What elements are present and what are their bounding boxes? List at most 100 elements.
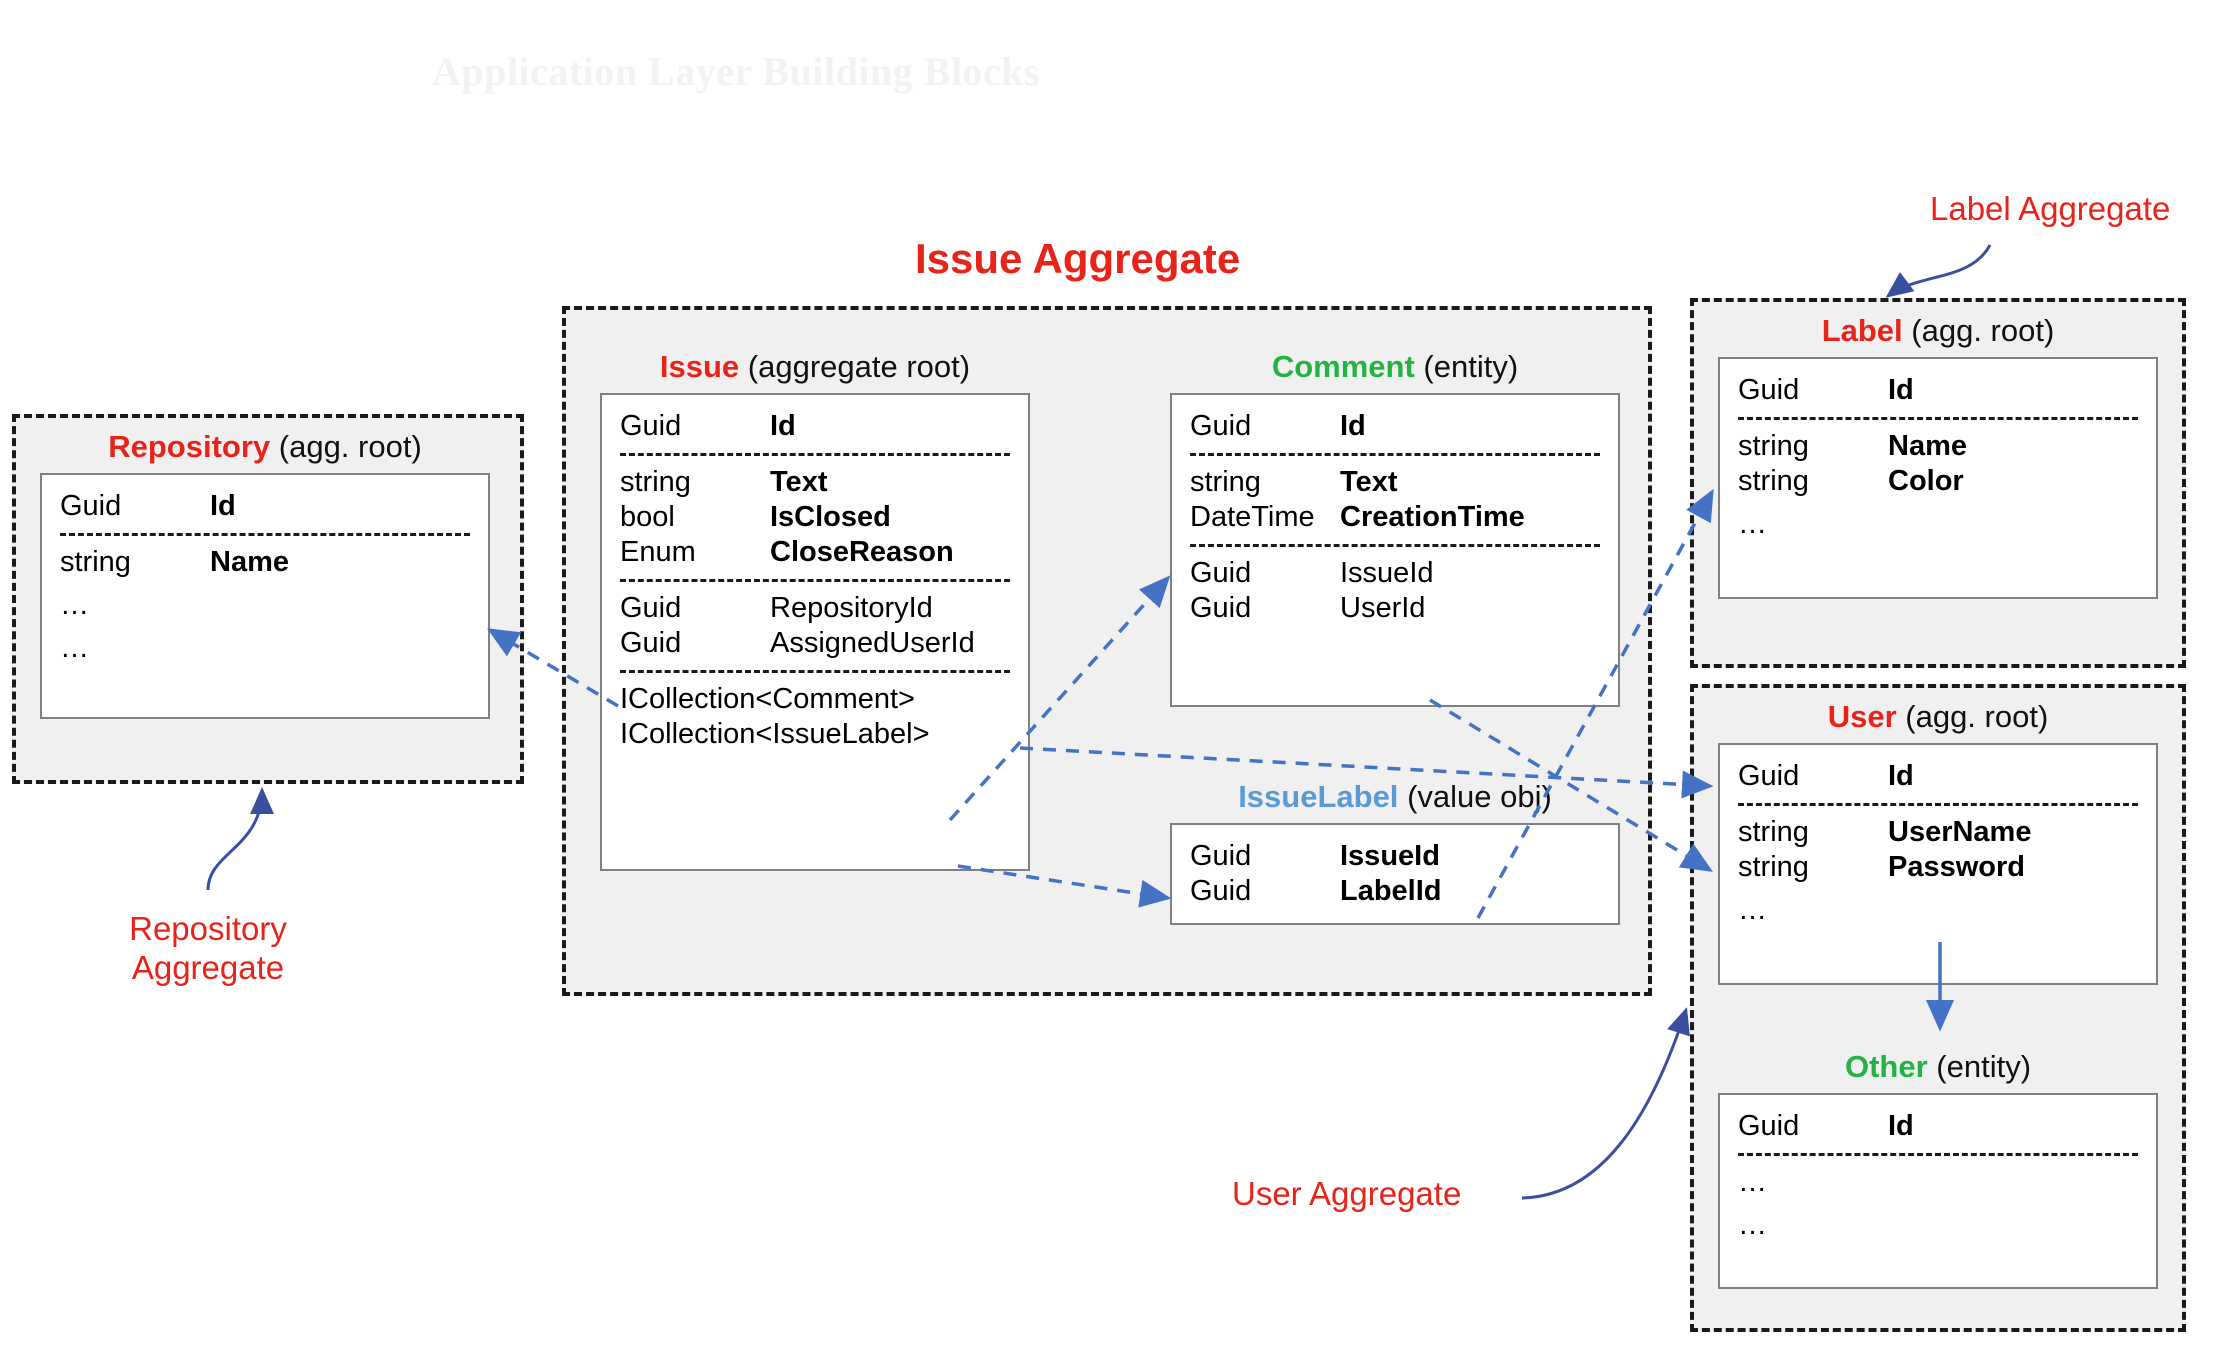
attr-row: Guid Id	[1720, 1109, 2156, 1144]
attr-field: CreationTime	[1340, 501, 1525, 534]
attr-type: string	[1738, 430, 1809, 463]
attr-type: string	[1738, 465, 1809, 498]
attr-table-other: Guid Id … …	[1718, 1093, 2158, 1290]
attr-type: Guid	[1738, 760, 1800, 793]
attr-type: …	[1738, 1166, 1768, 1199]
attr-type: string	[60, 546, 131, 579]
attr-divider	[60, 533, 470, 537]
entity-title-other: Other (entity)	[1718, 1049, 2158, 1084]
attr-field: Id	[1888, 374, 1914, 407]
entity-name-other: Other	[1844, 1049, 1928, 1084]
attr-type: ICollection<Comment>	[620, 683, 915, 716]
attr-divider	[1190, 453, 1600, 457]
entity-kind-comment: (entity)	[1423, 349, 1519, 384]
entity-title-issuelabel: IssueLabel (value obj)	[1170, 779, 1620, 814]
attr-type: Guid	[1190, 592, 1252, 625]
attr-divider	[620, 670, 1010, 674]
entity-kind-issue: (aggregate root)	[747, 349, 971, 384]
attr-table-repository: Guid Id string Name … …	[40, 473, 490, 720]
attr-row: string UserName	[1720, 815, 2156, 850]
attr-table-label: Guid Id string Name string Color …	[1718, 357, 2158, 600]
attr-row: Enum CloseReason	[602, 535, 1028, 570]
attr-divider	[620, 453, 1010, 457]
attr-row: DateTime CreationTime	[1172, 500, 1618, 535]
attr-divider	[1738, 1153, 2138, 1157]
attr-row: Guid Id	[1720, 373, 2156, 408]
attr-field: Name	[1888, 430, 1967, 463]
attr-type: Guid	[620, 410, 682, 443]
attr-row: Guid LabelId	[1172, 874, 1618, 909]
entity-kind-other: (entity)	[1936, 1049, 2032, 1084]
entity-title-issue: Issue (aggregate root)	[600, 349, 1030, 384]
entity-kind-label: (agg. root)	[1911, 313, 2055, 348]
attr-table-user: Guid Id string UserName string Password …	[1718, 743, 2158, 986]
entity-card-issuelabel: IssueLabel (value obj) Guid IssueId Guid…	[1170, 779, 1620, 926]
attr-type: Guid	[1738, 374, 1800, 407]
attr-field: Password	[1888, 851, 2025, 884]
attr-field: RepositoryId	[770, 592, 933, 625]
attr-field: Id	[1888, 760, 1914, 793]
attr-row: Guid Id	[42, 489, 488, 524]
entity-name-repository: Repository	[108, 429, 271, 464]
attr-row: Guid Id	[1720, 759, 2156, 794]
attr-row: Guid IssueId	[1172, 556, 1618, 591]
attr-field: Name	[210, 546, 289, 579]
attr-type: Guid	[620, 627, 682, 660]
entity-card-user: User (agg. root) Guid Id string UserName…	[1718, 699, 2158, 986]
entity-kind-repository: (agg. root)	[278, 429, 422, 464]
attr-type: Guid	[620, 592, 682, 625]
attr-row: string Name	[1720, 429, 2156, 464]
attr-type: Guid	[1190, 410, 1252, 443]
entity-card-issue: Issue (aggregate root) Guid Id string Te…	[600, 349, 1030, 872]
attr-row: Guid Id	[602, 409, 1028, 444]
attr-row: Guid Id	[1172, 409, 1618, 444]
entity-name-comment: Comment	[1271, 349, 1415, 384]
attr-row: Guid IssueId	[1172, 839, 1618, 874]
attr-type: string	[1738, 816, 1809, 849]
attr-row: ICollection<IssueLabel>	[602, 717, 1028, 752]
attr-type: Guid	[1738, 1110, 1800, 1143]
attr-type: bool	[620, 501, 675, 534]
attr-field: Id	[1340, 410, 1366, 443]
attr-field: IssueId	[1340, 557, 1434, 590]
entity-kind-user: (agg. root)	[1905, 699, 2049, 734]
attr-field: Id	[1888, 1110, 1914, 1143]
attr-field: IsClosed	[770, 501, 891, 534]
attr-row: …	[1720, 507, 2156, 542]
entity-name-issue: Issue	[659, 349, 740, 384]
attr-row: string Text	[602, 465, 1028, 500]
attr-row: …	[1720, 893, 2156, 928]
attr-field: Id	[770, 410, 796, 443]
attr-row: Guid UserId	[1172, 591, 1618, 626]
attr-field: UserId	[1340, 592, 1426, 625]
entity-card-repository: Repository (agg. root) Guid Id string Na…	[40, 429, 490, 720]
attr-row: bool IsClosed	[602, 500, 1028, 535]
attr-type: Guid	[60, 490, 122, 523]
callout-repository-aggregate	[206, 787, 274, 891]
callout-label-aggregate	[1885, 244, 1992, 298]
attr-row: Guid RepositoryId	[602, 591, 1028, 626]
callout-user-aggregate	[1521, 1007, 1690, 1200]
annotation-label-aggregate: Label Aggregate	[1930, 190, 2171, 227]
entity-card-label: Label (agg. root) Guid Id string Name st…	[1718, 313, 2158, 600]
entity-title-user: User (agg. root)	[1718, 699, 2158, 734]
page-title-watermark: Application Layer Building Blocks	[432, 49, 1041, 94]
attr-field: Color	[1888, 465, 1964, 498]
attr-field: Text	[1340, 466, 1398, 499]
attr-field: Id	[210, 490, 236, 523]
attr-divider	[1738, 417, 2138, 421]
attr-row: …	[1720, 1208, 2156, 1243]
attr-row: Guid AssignedUserId	[602, 626, 1028, 661]
attr-type: Guid	[1190, 840, 1252, 873]
attr-type: …	[1738, 894, 1768, 927]
attr-field: LabelId	[1340, 875, 1442, 908]
attr-divider	[1738, 803, 2138, 807]
issue-aggregate-title: Issue Aggregate	[915, 235, 1241, 282]
attr-field: CloseReason	[770, 536, 954, 569]
attr-row: string Name	[42, 545, 488, 580]
attr-type: …	[60, 589, 90, 622]
entity-title-label: Label (agg. root)	[1718, 313, 2158, 348]
entity-title-comment: Comment (entity)	[1170, 349, 1620, 384]
attr-type: string	[1738, 851, 1809, 884]
attr-field: Text	[770, 466, 828, 499]
